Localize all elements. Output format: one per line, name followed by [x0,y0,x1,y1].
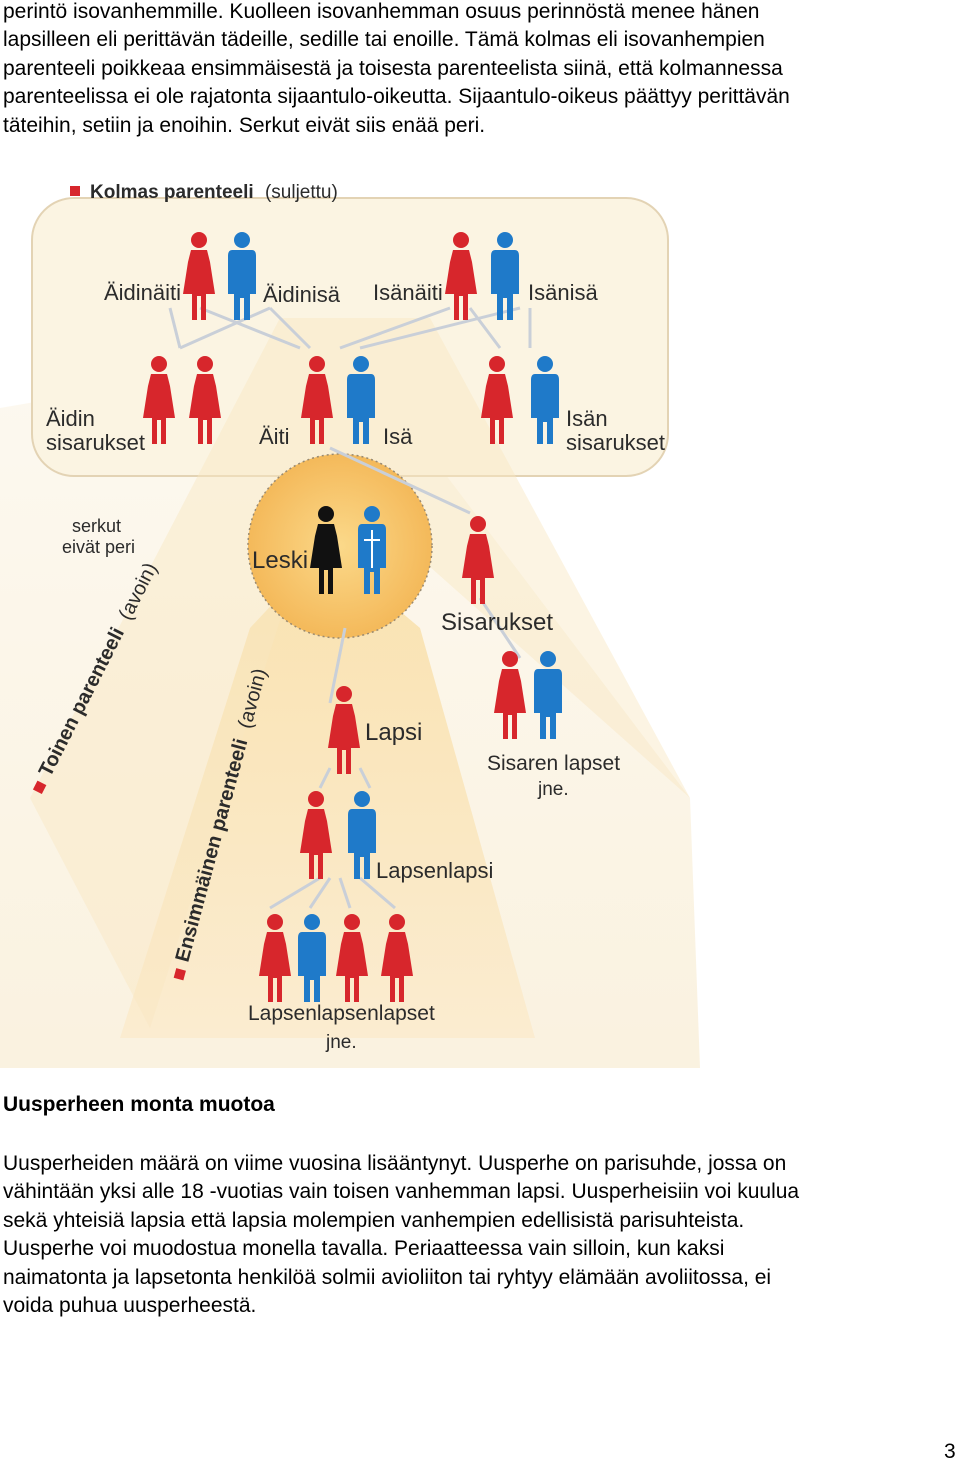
section-heading: Uusperheen monta muotoa [3,1093,275,1116]
text-line: voida puhua uusperheestä. [3,1294,257,1318]
page-number: 3 [944,1440,956,1463]
third-parentela-note: (suljettu) [265,182,338,203]
legend-square [173,968,186,981]
body-paragraph: Uusperheiden määrä on viime vuosina lisä… [3,1150,953,1320]
label-mother-siblings-2: sisarukset [46,430,145,455]
text-line: Uusperhe voi muodostua monella tavalla. … [3,1237,725,1261]
label-grandmother-maternal: Äidinäiti [104,280,181,305]
first-parentela-cone [120,548,535,1038]
label-great-grandchildren-etc: jne. [325,1032,357,1053]
label-grandmother-paternal: Isänäiti [373,280,443,305]
text-line: sekä yhteisiä lapsia että lapsia molempi… [3,1208,745,1232]
label-widow: Leski [252,547,308,574]
label-grandfather-maternal: Äidinisä [263,282,341,307]
label-sibling-children: Sisaren lapset [487,752,620,775]
text-line: vähintään yksi alle 18 -vuotias vain toi… [3,1180,800,1204]
intro-paragraph: perintö isovanhemmille. Kuolleen isovanh… [3,0,953,140]
label-father: Isä [383,424,413,449]
text-line: naimatonta ja lapsetonta henkilöä solmii… [3,1265,772,1289]
text-line: täteihin, setiin ja enoihin. Serkut eivä… [3,113,486,137]
text-line: perintö isovanhemmille. Kuolleen isovanh… [3,0,760,23]
label-grandfather-paternal: Isänisä [528,280,598,305]
label-child: Lapsi [365,719,422,746]
connector-lines [168,306,532,910]
label-cousins-1: serkut [72,516,121,536]
text-line: lapsilleen eli perittävän tädeille, sedi… [3,28,765,52]
legend-square [70,186,80,196]
label-mother: Äiti [259,424,290,449]
third-parentela-title: Kolmas parenteeli [90,182,254,203]
svg-text:Kolmas parenteeli (suljett: Kolmas parenteeli (suljettu) [90,182,338,203]
label-sibling-children-etc: jne. [537,779,569,800]
text-line: parenteelissa ei ole rajatonta sijaantul… [3,85,790,109]
label-great-grandchildren: Lapsenlapsenlapset [248,1002,435,1025]
core-circle [247,453,433,639]
label-father-siblings-2: sisarukset [566,430,665,455]
label-grandchild: Lapsenlapsi [376,858,493,883]
label-father-siblings-1: Isän [566,406,608,431]
inheritance-diagram: Kolmas parenteeli (suljettu) Äidinäiti Ä… [0,158,700,1068]
text-line: parenteeli poikkeaa ensimmäisestä ja toi… [3,56,783,80]
text-line: Uusperheiden määrä on viime vuosina lisä… [3,1152,787,1175]
legend-square [32,780,47,795]
label-mother-siblings-1: Äidin [46,406,95,431]
label-cousins-2: eivät peri [62,537,135,557]
label-siblings: Sisarukset [441,609,553,636]
cross-icon [364,530,380,568]
second-parentela-cone [30,318,690,1028]
